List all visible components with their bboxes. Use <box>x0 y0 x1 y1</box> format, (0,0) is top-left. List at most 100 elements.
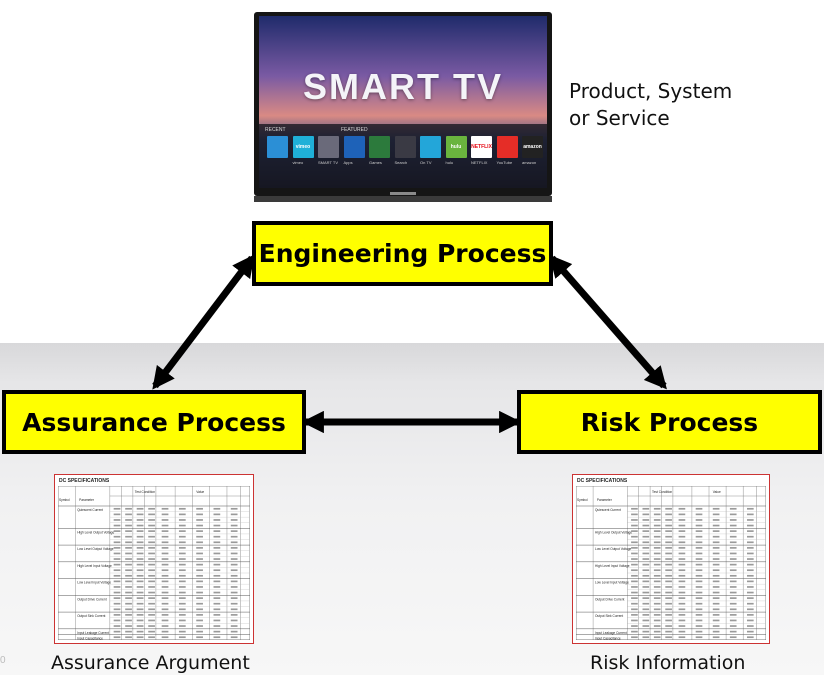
table-cell-value <box>125 630 132 633</box>
table-row-label: High Level Input Voltage <box>77 564 112 568</box>
table-cell-value <box>161 530 169 532</box>
table-cell-value <box>196 636 203 639</box>
page-number: 0 <box>0 655 6 666</box>
table-cell-value <box>113 563 121 566</box>
table-cell-value <box>653 602 661 605</box>
table-cell-value <box>665 563 672 566</box>
table-cell-value <box>678 608 686 611</box>
table-cell-value <box>125 535 132 538</box>
table-cell-value <box>136 619 144 622</box>
table-cell-value <box>161 614 169 616</box>
table-cell-value <box>196 541 203 544</box>
table-cell-value <box>125 507 132 510</box>
table-cell-value <box>178 636 186 639</box>
table-cell-value <box>695 513 703 516</box>
table-cell-value <box>653 591 661 594</box>
table-cell-value <box>729 591 737 594</box>
table-cell-value <box>196 535 203 538</box>
table-cell-value <box>125 608 132 611</box>
table-cell-value <box>113 558 121 560</box>
table-cell-value <box>695 552 703 555</box>
table-cell-value <box>653 558 661 560</box>
table-cell-value <box>136 602 144 605</box>
table-cell-value <box>161 519 169 521</box>
table-cell-value <box>148 614 155 616</box>
table-cell-value <box>665 547 672 549</box>
table-cell-value <box>230 630 238 633</box>
table-cell-value <box>678 513 686 516</box>
table-cell-value <box>230 558 238 560</box>
table-cell-value <box>148 580 155 583</box>
table-cell-value <box>678 625 686 627</box>
arrow-engineering-assurance <box>152 254 255 390</box>
table-cell-value <box>230 597 238 599</box>
table-cell-value <box>678 541 686 544</box>
table-cell-value <box>642 574 650 577</box>
table-cell-value <box>113 524 121 527</box>
table-cell-value <box>161 513 169 516</box>
table-cell-value <box>161 602 169 605</box>
table-cell-value <box>631 580 638 583</box>
table-cell-value <box>230 547 238 549</box>
table-cell-value <box>747 563 754 566</box>
table-cell-value <box>178 602 186 605</box>
table-cell-value <box>161 580 169 583</box>
table-cell-value <box>665 513 672 516</box>
table-cell-value <box>161 524 169 527</box>
table-row-label: Input Capacitance <box>77 636 103 640</box>
table-cell-value <box>213 597 221 599</box>
table-cell-value <box>631 586 638 588</box>
table-cell-value <box>631 513 638 516</box>
product-caption: Product, System or Service <box>569 79 733 130</box>
table-cell-value <box>161 597 169 599</box>
table-cell-value <box>642 591 650 594</box>
table-cell-value <box>178 507 186 510</box>
table-cell-value <box>178 586 186 588</box>
table-cell-value <box>148 563 155 566</box>
table-cell-value <box>747 552 754 555</box>
table-cell-value <box>196 574 203 577</box>
table-group-header: Test Condition <box>135 490 155 494</box>
table-cell-value <box>136 530 144 532</box>
tv-logo-icon <box>390 192 416 195</box>
table-cell-value <box>136 636 144 639</box>
table-cell-value <box>161 591 169 594</box>
table-cell-value <box>113 597 121 599</box>
table-cell-value <box>729 625 737 627</box>
table-cell-value <box>678 558 686 560</box>
table-cell-value <box>178 580 186 583</box>
table-cell-value <box>642 524 650 527</box>
table-cell-value <box>712 541 720 544</box>
table-cell-value <box>230 574 238 577</box>
table-cell-value <box>695 630 703 633</box>
table-cell-value <box>213 630 221 633</box>
table-cell-value <box>213 558 221 560</box>
table-cell-value <box>678 591 686 594</box>
table-cell-value <box>747 630 754 633</box>
table-row-label: Input Capacitance <box>595 636 621 640</box>
table-cell-value <box>136 513 144 516</box>
table-cell-value <box>653 597 661 599</box>
table-cell-value <box>213 530 221 532</box>
table-cell-value <box>653 636 661 639</box>
table-cell-value <box>695 586 703 588</box>
table-cell-value <box>665 608 672 611</box>
table-row-label: Output Drive Current <box>77 597 107 601</box>
table-cell-value <box>712 535 720 538</box>
table-cell-value <box>136 625 144 627</box>
table-cell-value <box>213 541 221 544</box>
table-cell-value <box>642 636 650 639</box>
table-cell-value <box>230 580 238 583</box>
table-cell-value <box>712 591 720 594</box>
table-cell-value <box>136 591 144 594</box>
table-cell-value <box>631 530 638 532</box>
table-cell-value <box>230 513 238 516</box>
table-cell-value <box>729 547 737 549</box>
table-cell-value <box>113 636 121 639</box>
table-cell-value <box>642 586 650 588</box>
table-cell-value <box>631 507 638 510</box>
risk-process-box: Risk Process <box>517 390 822 454</box>
table-cell-value <box>747 597 754 599</box>
table-cell-value <box>213 535 221 538</box>
